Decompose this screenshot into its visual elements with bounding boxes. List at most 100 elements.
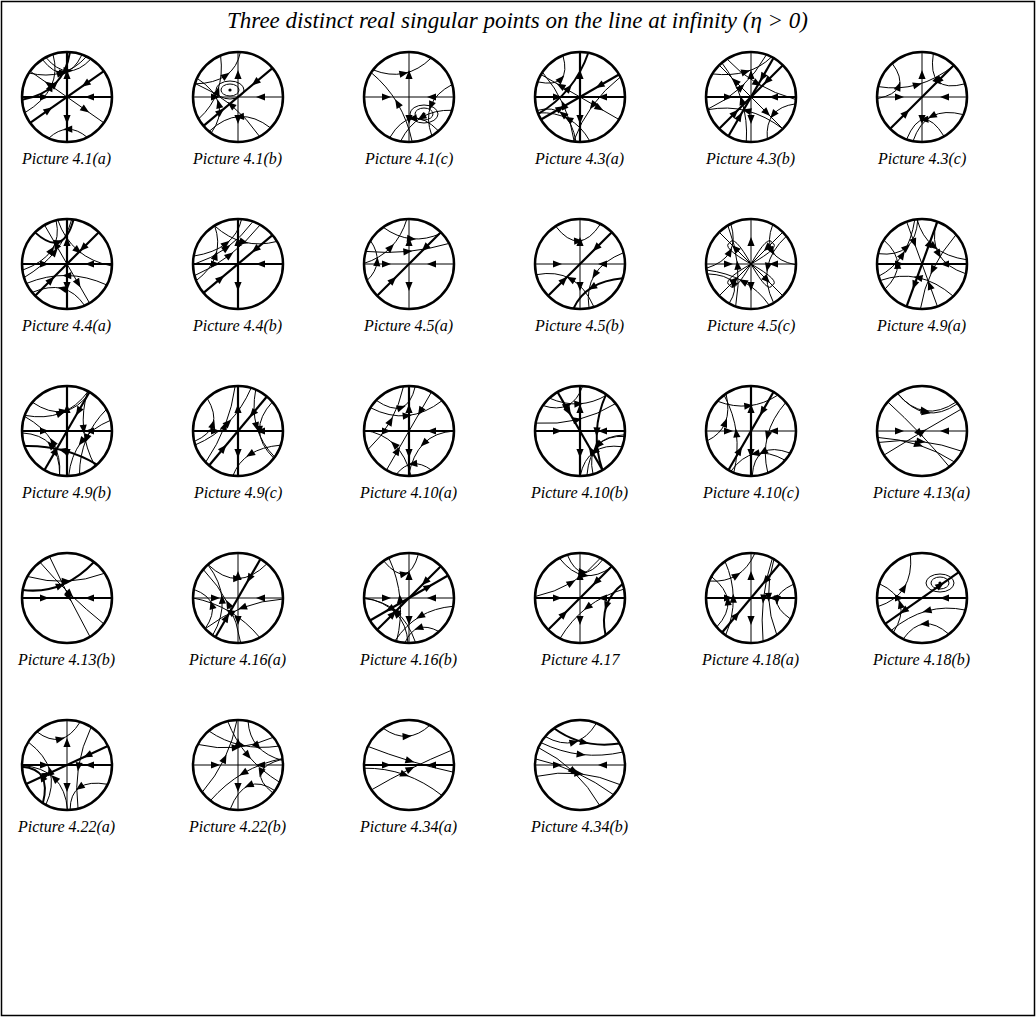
arrowhead: [913, 440, 923, 447]
arrowhead: [221, 614, 229, 624]
arrowhead: [219, 595, 226, 604]
picture-caption: Picture 4.18(a): [702, 651, 799, 669]
picture-caption: Picture 4.3(a): [535, 150, 624, 168]
phase-portrait: [877, 386, 967, 476]
arrowhead: [734, 447, 742, 457]
arrowhead: [40, 594, 49, 601]
trajectory: [711, 577, 727, 628]
arrowhead: [245, 780, 255, 787]
arrowhead: [421, 438, 430, 447]
arrowhead: [940, 594, 949, 601]
trajectory: [49, 557, 89, 637]
arrowhead: [744, 403, 753, 410]
trajectory: [767, 236, 787, 303]
separatrix: [722, 564, 780, 633]
arrowhead: [770, 109, 778, 118]
trajectory: [536, 273, 594, 306]
arrowhead: [590, 100, 598, 109]
trajectory: [248, 721, 283, 760]
arrowhead: [63, 115, 70, 124]
arrowhead: [900, 110, 909, 119]
poincare-disk: [706, 553, 796, 643]
arrowhead: [895, 93, 904, 100]
trajectory: [884, 409, 961, 455]
trajectory: [878, 219, 918, 254]
phase-portrait: [193, 219, 283, 309]
arrowhead: [751, 449, 761, 456]
arrowhead: [405, 449, 412, 458]
trajectory: [932, 53, 965, 85]
arrowhead: [64, 589, 73, 598]
arrowhead: [83, 750, 93, 757]
arrowhead: [405, 756, 415, 763]
center-point: [422, 112, 425, 115]
arrowhead: [567, 277, 577, 285]
trajectory: [368, 746, 453, 772]
closed-orbit: [931, 577, 949, 589]
phase-portrait: [22, 553, 112, 643]
picture-caption: Picture 4.10(b): [531, 484, 628, 502]
picture-caption: Picture 4.1(b): [193, 150, 282, 168]
arrowhead: [736, 84, 745, 93]
arrowhead: [733, 428, 740, 437]
picture-caption: Picture 4.17: [541, 651, 620, 669]
arrowhead: [252, 740, 261, 749]
trajectory: [194, 589, 213, 628]
poincare-disk: [193, 52, 283, 142]
arrowhead: [747, 616, 754, 625]
poincare-disk: [535, 386, 625, 476]
separatrix: [541, 75, 619, 120]
picture-caption: Picture 4.18(b): [873, 651, 970, 669]
trajectory: [538, 53, 588, 114]
closed-orbit: [926, 574, 954, 592]
trajectory: [708, 108, 783, 129]
phase-portrait: [193, 52, 283, 142]
trajectory: [37, 722, 80, 739]
trajectory: [556, 224, 601, 241]
trajectory: [230, 784, 275, 809]
arrowhead: [574, 238, 583, 245]
arrowhead: [928, 111, 938, 118]
picture-caption: Picture 4.13(a): [873, 484, 970, 502]
poincare-disk: [364, 386, 454, 476]
phase-portrait: [706, 386, 796, 476]
closed-orbit: [216, 81, 244, 99]
arrowhead: [80, 425, 87, 434]
arrowhead: [734, 113, 742, 123]
trajectory: [535, 558, 601, 597]
arrowhead: [920, 620, 929, 627]
trajectory: [395, 606, 453, 641]
loop: [728, 241, 751, 264]
poincare-disk: [193, 553, 283, 643]
phase-portrait: [193, 720, 283, 810]
poincare-disk: [706, 219, 796, 309]
arrowhead: [598, 761, 607, 768]
trajectory: [197, 78, 219, 133]
separatrix: [364, 764, 454, 766]
arrowhead: [40, 260, 49, 267]
arrowhead: [403, 248, 412, 255]
poincare-disk: [193, 386, 283, 476]
trajectory: [537, 109, 576, 142]
arrowhead: [234, 783, 241, 792]
loop: [751, 241, 774, 264]
poincare-disk: [193, 720, 283, 810]
phase-portrait: [706, 553, 796, 643]
arrowhead: [408, 460, 417, 467]
arrowhead: [940, 427, 949, 434]
arrowhead: [730, 594, 737, 603]
arrowhead: [917, 429, 927, 437]
arrowhead: [579, 571, 588, 578]
separatrix: [370, 576, 448, 621]
loop: [751, 264, 774, 287]
arrowhead: [596, 80, 606, 88]
trajectory: [877, 437, 954, 462]
arrowhead: [234, 449, 241, 458]
phase-portrait: [364, 720, 454, 810]
arrowhead: [604, 601, 611, 611]
arrowhead: [63, 783, 70, 792]
arrowhead: [932, 76, 941, 85]
phase-portrait: [535, 52, 625, 142]
arrowhead: [221, 245, 230, 253]
arrowhead: [238, 603, 248, 610]
